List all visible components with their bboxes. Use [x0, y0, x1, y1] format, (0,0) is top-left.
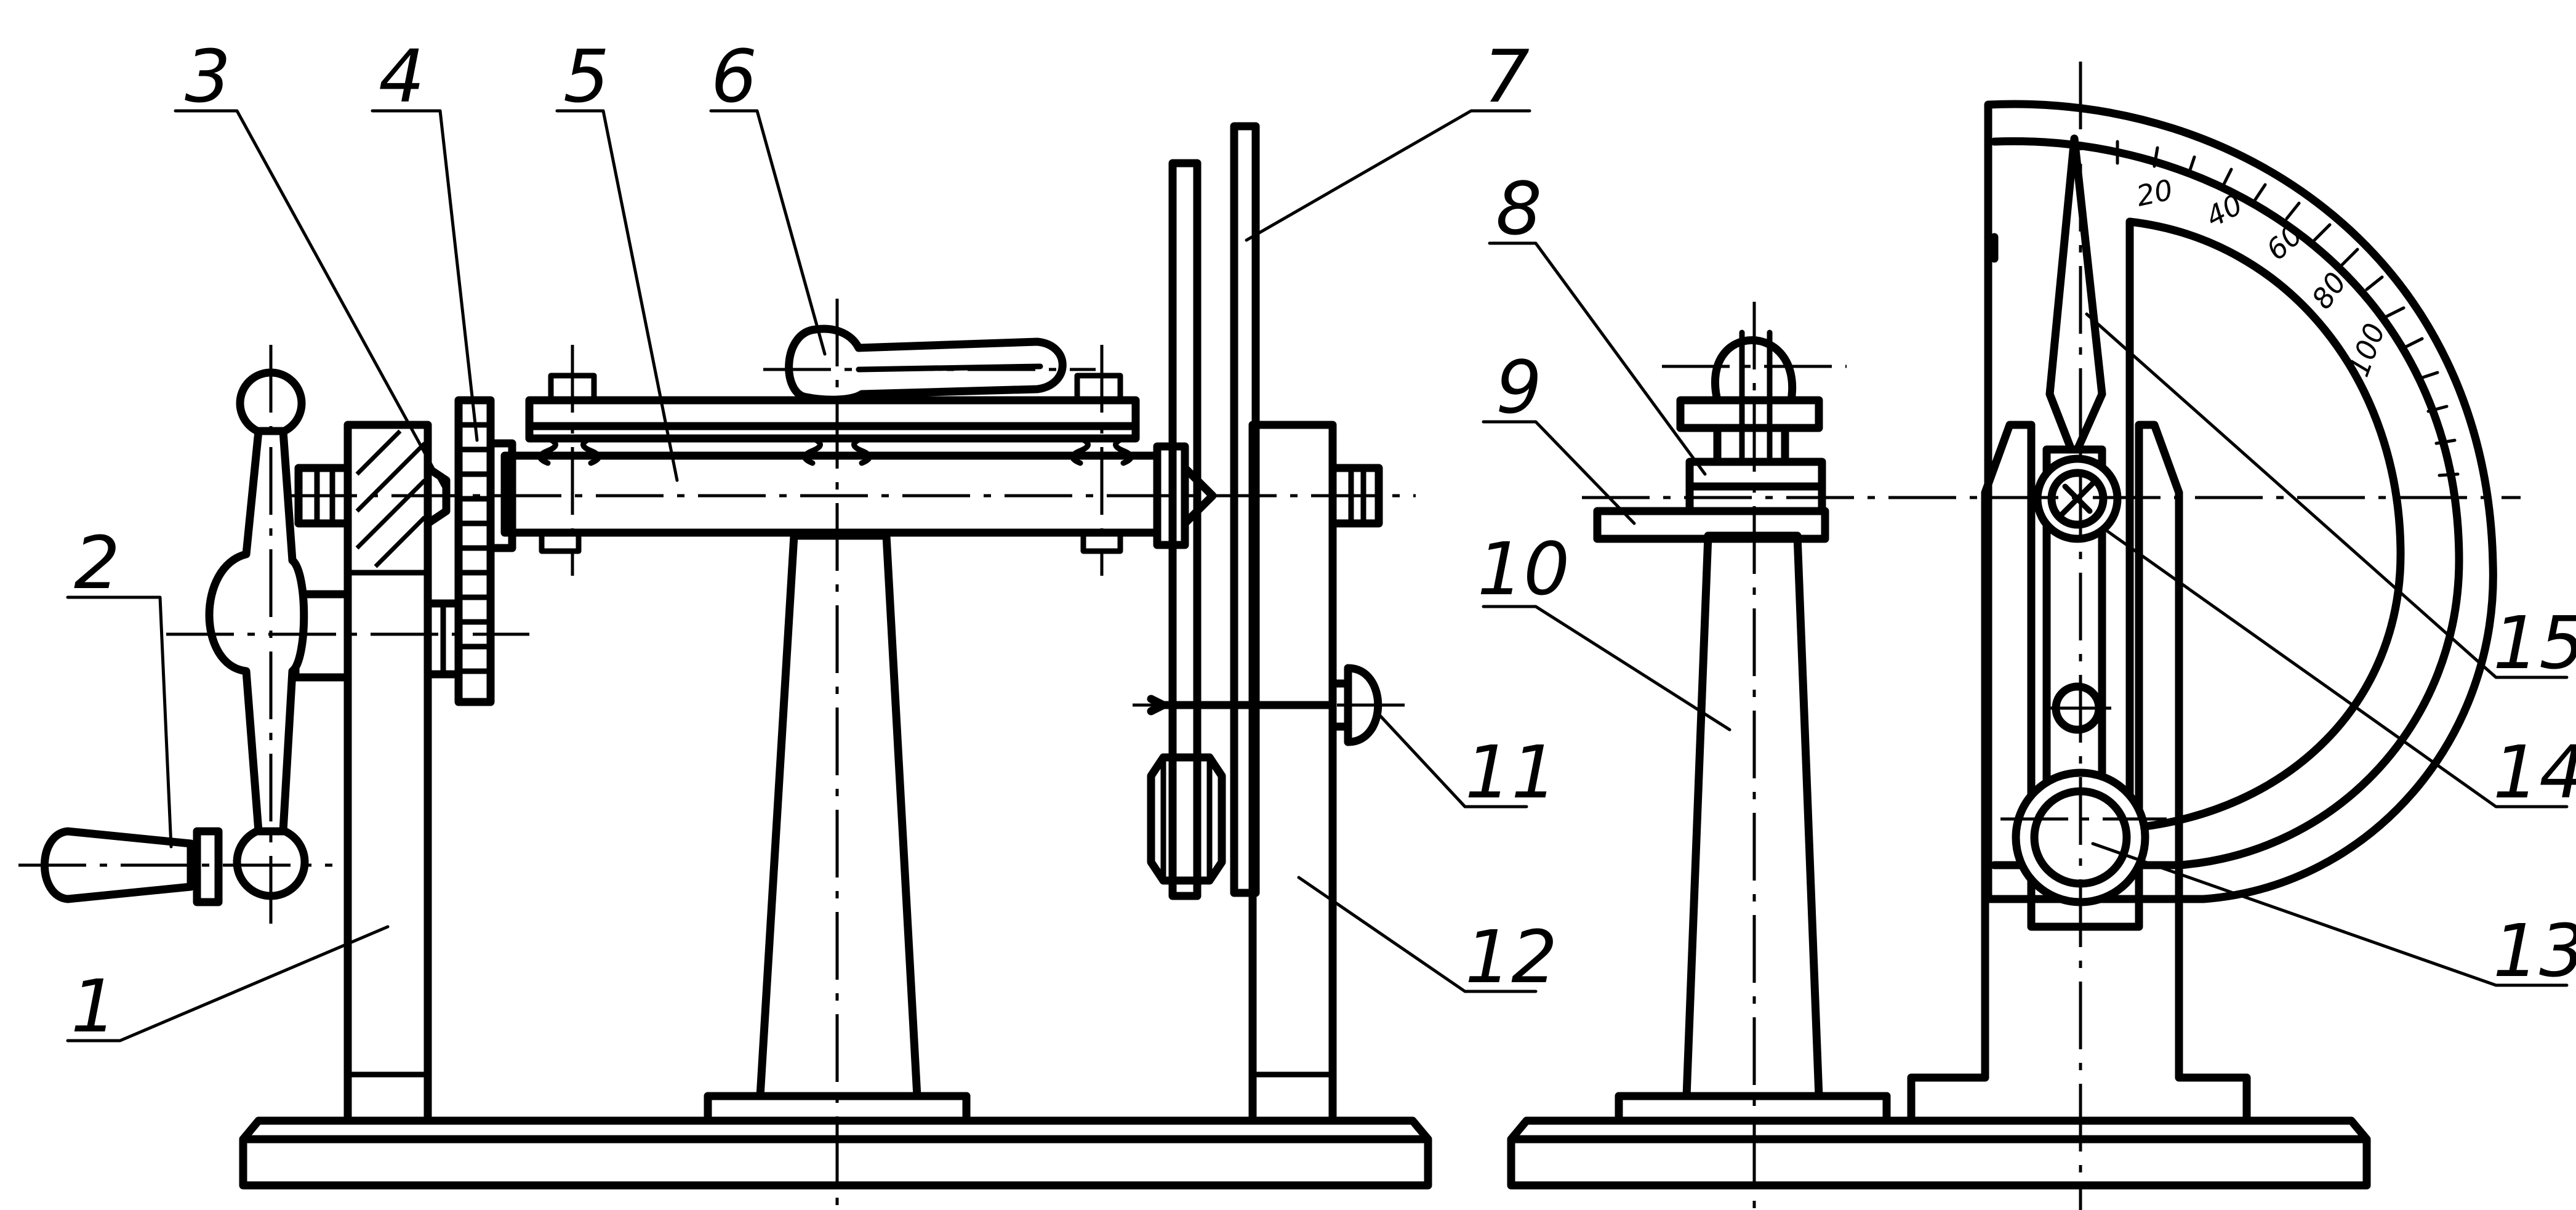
- disc-plates: [1168, 122, 1260, 900]
- left-stand: [291, 421, 432, 1125]
- side-table: [1593, 329, 1829, 543]
- scale-label-20: 20: [2133, 173, 2175, 213]
- callout-5: 5: [563, 34, 609, 119]
- spring-right: [1070, 435, 1134, 466]
- callout-11: 11: [1465, 730, 1557, 815]
- leader-lines: [66, 109, 2569, 1043]
- callout-9: 9: [1496, 345, 1542, 430]
- callout-6: 6: [711, 34, 757, 119]
- callout-2: 2: [74, 520, 120, 605]
- callout-15: 15: [2493, 600, 2576, 685]
- scale-label-100: 100: [2342, 319, 2392, 381]
- callout-12: 12: [1465, 914, 1557, 999]
- callout-10: 10: [1477, 526, 1570, 611]
- knob: [1328, 664, 1382, 746]
- clamp-handle: [785, 325, 1067, 404]
- spring-center: [802, 435, 872, 466]
- callout-8: 8: [1496, 166, 1542, 251]
- hatched-section: [355, 429, 427, 568]
- side-view: 20 40 60 80 100: [1507, 62, 2521, 1210]
- right-stand: [1248, 421, 1337, 1125]
- gear: [423, 396, 516, 706]
- front-view: [18, 122, 1432, 1210]
- callout-3: 3: [185, 34, 231, 119]
- side-base-plate: [1507, 1116, 2371, 1190]
- dial-ticks: [2116, 140, 2460, 477]
- callout-14: 14: [2493, 730, 2576, 815]
- callout-labels: 1 2 3 4 5 6 7 8 9 10 11 12 13 14 15: [71, 34, 2576, 1049]
- hand-crank: [41, 368, 309, 906]
- callout-13: 13: [2493, 908, 2576, 993]
- scale-label-60: 60: [2260, 218, 2309, 267]
- spring-left: [537, 435, 601, 466]
- callout-4: 4: [379, 34, 425, 119]
- dial-stand: [1907, 421, 2251, 1125]
- callout-7: 7: [1483, 34, 1530, 119]
- callout-1: 1: [71, 964, 117, 1049]
- pendulum: [1147, 695, 1337, 885]
